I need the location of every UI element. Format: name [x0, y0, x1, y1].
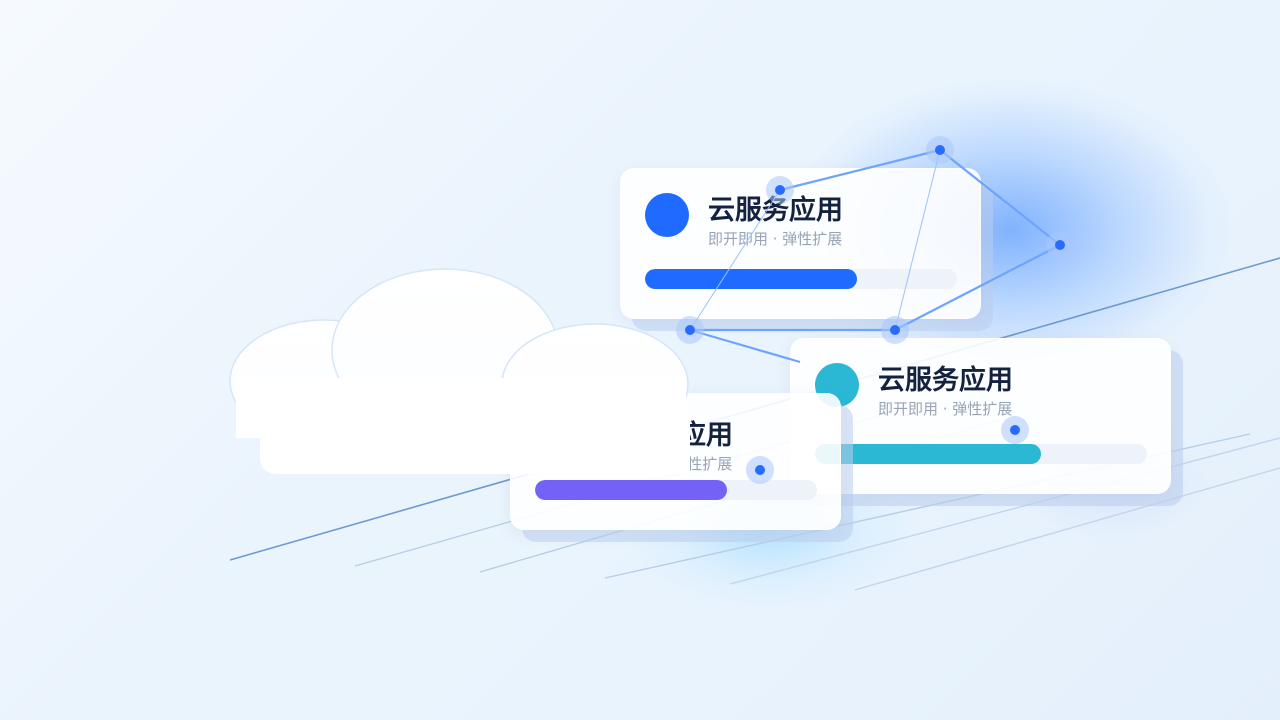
- network-line: [689, 189, 781, 331]
- card-title: 云服务应用: [878, 365, 1013, 396]
- progress-track: [645, 269, 957, 289]
- service-card-2[interactable]: 云服务应用 即开即用 · 弹性扩展: [790, 338, 1171, 494]
- progress-fill: [815, 444, 1041, 464]
- progress-fill: [535, 480, 727, 500]
- progress-fill: [645, 269, 858, 289]
- diagonal-line: [854, 467, 1280, 591]
- card-dot-icon: [645, 193, 689, 237]
- progress-track: [815, 444, 1147, 464]
- progress-track: [535, 480, 817, 500]
- card-subtitle: 即开即用 · 弹性扩展: [878, 400, 1013, 418]
- network-line: [894, 149, 941, 331]
- diagonal-line: [729, 437, 1280, 585]
- card-dot-icon: [535, 418, 579, 462]
- network-line: [689, 148, 1063, 364]
- card-title: 云服务应用: [598, 420, 733, 451]
- card-subtitle: 即开即用 · 弹性扩展: [708, 230, 843, 248]
- service-card-3[interactable]: 云服务应用 即开即用 · 弹性扩展: [510, 393, 841, 530]
- card-subtitle: 即开即用 · 弹性扩展: [598, 455, 733, 473]
- service-card-1[interactable]: 云服务应用 即开即用 · 弹性扩展: [620, 168, 981, 319]
